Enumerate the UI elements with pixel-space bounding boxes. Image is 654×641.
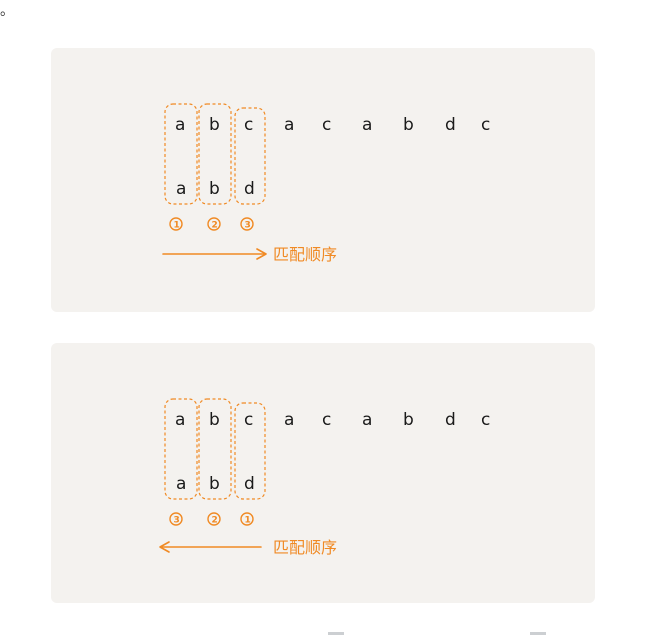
main-char: a [284,410,294,430]
arrow-left-head [159,541,170,553]
main-char: a [362,115,372,135]
top-punctuation: 。 [0,3,14,19]
order-circle-3 [169,512,183,526]
main-char: a [175,115,185,135]
pattern-char: b [209,474,220,494]
match-order-label: 匹配顺序 [273,245,337,264]
order-number: 2 [212,221,218,231]
pattern-char: d [244,179,255,199]
main-char: c [244,115,253,135]
main-char: a [175,410,185,430]
column-box-2 [198,103,232,205]
cropped-text-fragment [530,632,546,635]
pattern-char: a [176,179,186,199]
cropped-text-fragment [328,632,344,635]
main-char: a [362,410,372,430]
order-circle-2 [207,217,221,231]
order-circle-2 [207,512,221,526]
order-number: 3 [245,221,251,231]
main-char: c [481,410,490,430]
order-number: 1 [174,221,180,231]
main-char: d [445,410,456,430]
diagram-panel-backward: a b c a c a b d c a b d 3 2 1 匹配顺序 [51,343,595,603]
main-char: c [244,410,253,430]
main-char: c [481,115,490,135]
pattern-char: a [176,474,186,494]
main-char: c [322,115,331,135]
pattern-char: b [209,179,220,199]
order-number: 1 [245,516,251,526]
main-char: b [209,115,220,135]
bottom-cropped-text [0,632,654,641]
order-circle-1 [240,512,254,526]
order-number: 2 [212,516,218,526]
column-box-2 [198,398,232,500]
pattern-char: d [244,474,255,494]
match-order-diagram-backward: a b c a c a b d c a b d 3 2 1 匹配顺序 [159,398,490,557]
main-char: b [209,410,220,430]
match-order-diagram-forward: a b c a c a b d c a b d 1 2 3 匹配顺序 [162,103,490,264]
main-char: c [322,410,331,430]
column-box-1 [164,103,198,205]
match-order-label: 匹配顺序 [273,538,337,557]
order-circle-1 [169,217,183,231]
main-char: a [284,115,294,135]
order-number: 3 [174,516,180,526]
order-circle-3 [240,217,254,231]
main-char: b [403,410,414,430]
column-box-1 [164,398,198,500]
diagram-panel-forward: a b c a c a b d c a b d 1 2 3 匹配顺序 [51,48,595,312]
main-char: d [445,115,456,135]
column-box-3 [234,107,266,205]
column-box-3 [234,402,266,500]
main-char: b [403,115,414,135]
arrow-right-head [256,248,267,260]
